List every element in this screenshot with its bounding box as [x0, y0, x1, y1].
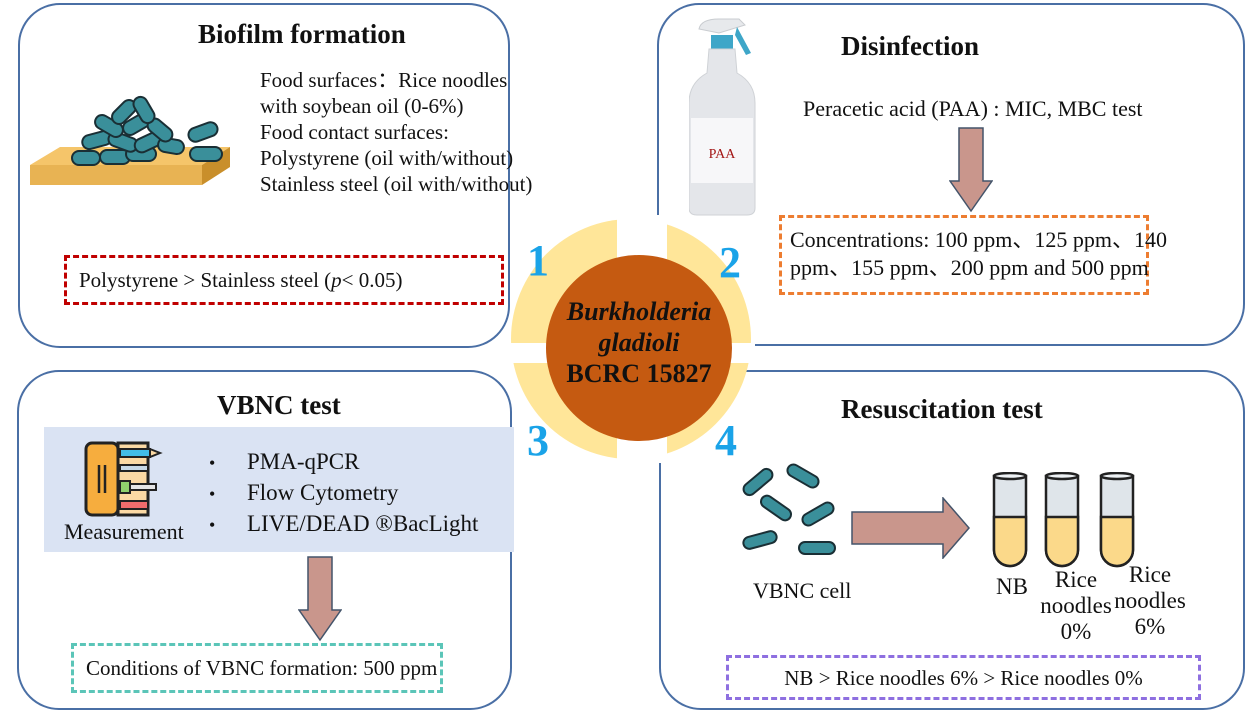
test-tube-rice-6 — [1099, 472, 1135, 568]
paa-test-text: Peracetic acid (PAA) : MIC, MBC test — [803, 96, 1143, 121]
concentrations-line-1: Concentrations: 100 ppm、125 ppm、140 — [790, 227, 1168, 252]
hub-ring — [507, 215, 755, 463]
test-tube-nb — [992, 472, 1028, 568]
panel-vbnc-test: VBNC test Measurement PMA-qPCR Flow Cyto… — [17, 370, 514, 710]
measurement-box: Measurement PMA-qPCR Flow Cytometry LIVE… — [44, 427, 514, 552]
biofilm-line-food-surfaces: Food surfaces：Rice noodles — [260, 68, 508, 92]
test-tubes-icon — [992, 472, 1135, 568]
measurement-tools-icon — [84, 441, 163, 517]
concentrations-line-2: ppm、155 ppm、200 ppm and 500 ppm — [790, 255, 1149, 280]
test-tube-rice-0 — [1044, 472, 1080, 568]
right-arrow-icon — [851, 497, 970, 559]
tube-label-line: Rice — [1054, 567, 1098, 592]
vbnc-cell-label: VBNC cell — [753, 578, 852, 603]
panel-resuscitation-test: Resuscitation test VBNC cell — [659, 370, 1245, 710]
measurement-methods-list: PMA-qPCR Flow Cytometry LIVE/DEAD ®BacLi… — [209, 447, 478, 540]
biofilm-line-contact-surfaces: Food contact surfaces: — [260, 120, 449, 144]
biofilm-on-surface-icon — [30, 95, 230, 185]
vbnc-conditions-box: Conditions of VBNC formation: 500 ppm — [71, 643, 443, 693]
organism-species: gladioli — [598, 328, 680, 357]
paa-bottle-label: PAA — [709, 147, 737, 162]
biofilm-result-prefix: Polystyrene > Stainless steel ( — [79, 268, 332, 292]
hub-center-circle — [546, 255, 732, 441]
tube-label-nb: NB — [977, 574, 1047, 600]
method-item: PMA-qPCR — [209, 447, 478, 478]
biofilm-line-stainless-steel: Stainless steel (oil with/without) — [260, 172, 533, 196]
down-arrow-icon — [298, 556, 342, 642]
tube-label-rice-0: Rice noodles 0% — [1031, 567, 1121, 645]
measurement-label: Measurement — [64, 519, 184, 544]
organism-strain: BCRC 15827 — [566, 359, 712, 388]
biofilm-result-p: p — [331, 268, 342, 292]
step-number-2: 2 — [719, 238, 741, 287]
step-number-3: 3 — [527, 416, 549, 465]
tube-label-line: 0% — [1060, 619, 1092, 644]
tube-label-line: 6% — [1134, 614, 1166, 639]
tube-label-line: noodles — [1040, 593, 1112, 618]
biofilm-line-polystyrene: Polystyrene (oil with/without) — [260, 146, 514, 170]
disinfection-title: Disinfection — [841, 31, 979, 61]
vbnc-bacteria-icon — [742, 463, 836, 555]
tube-label-line: NB — [996, 574, 1028, 599]
resuscitation-result-box: NB > Rice noodles 6% > Rice noodles 0% — [726, 655, 1201, 700]
method-item: LIVE/DEAD ®BacLight — [209, 509, 478, 540]
biofilm-result-suffix: < 0.05) — [341, 268, 403, 292]
biofilm-title: Biofilm formation — [198, 19, 406, 49]
step-number-1: 1 — [527, 236, 549, 285]
tube-label-rice-6: Rice noodles 6% — [1105, 562, 1195, 640]
central-hub: 1 2 3 4 Burkholderia gladioli BCRC 15827 — [507, 215, 755, 465]
concentrations-box: Concentrations: 100 ppm、125 ppm、140 ppm、… — [779, 215, 1168, 295]
down-arrow-icon — [949, 127, 993, 213]
panel-biofilm-formation: Biofilm formation Food surfaces：Rice noo… — [18, 3, 532, 348]
vbnc-conditions-text: Conditions of VBNC formation: 500 ppm — [86, 656, 438, 680]
resuscitation-result-text: NB > Rice noodles 6% > Rice noodles 0% — [784, 665, 1143, 690]
method-item: Flow Cytometry — [209, 478, 478, 509]
panel-disinfection: Disinfection PAA Peracetic acid (PAA) : … — [657, 3, 1245, 346]
tube-label-line: noodles — [1114, 588, 1186, 613]
biofilm-line-soybean-oil: with soybean oil (0-6%) — [260, 94, 464, 118]
biofilm-details: Food surfaces：Rice noodles with soybean … — [260, 67, 532, 197]
tube-label-line: Rice — [1128, 562, 1172, 587]
resuscitation-title: Resuscitation test — [841, 394, 1043, 424]
spray-bottle-icon: PAA — [689, 18, 756, 216]
organism-genus: Burkholderia — [566, 297, 712, 326]
vbnc-title: VBNC test — [217, 390, 341, 420]
biofilm-result-box: Polystyrene > Stainless steel (p < 0.05) — [64, 255, 504, 305]
step-number-4: 4 — [715, 416, 737, 465]
